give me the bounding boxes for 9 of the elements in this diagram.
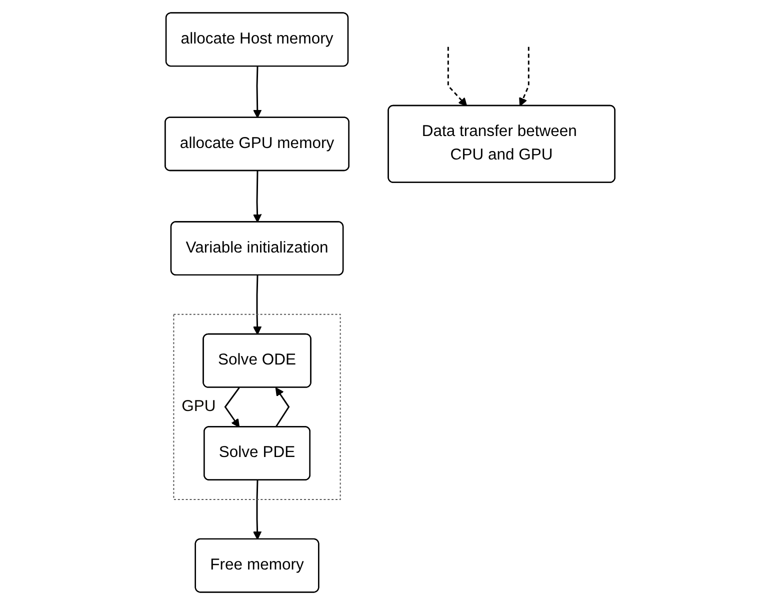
arrow [252,170,262,222]
arrow [224,386,240,427]
cluster [172,313,340,500]
arrow [252,66,262,118]
arrow [252,274,262,334]
arrow [446,46,467,106]
arrow [518,46,529,106]
arrow [274,386,290,428]
arrow [252,480,262,540]
